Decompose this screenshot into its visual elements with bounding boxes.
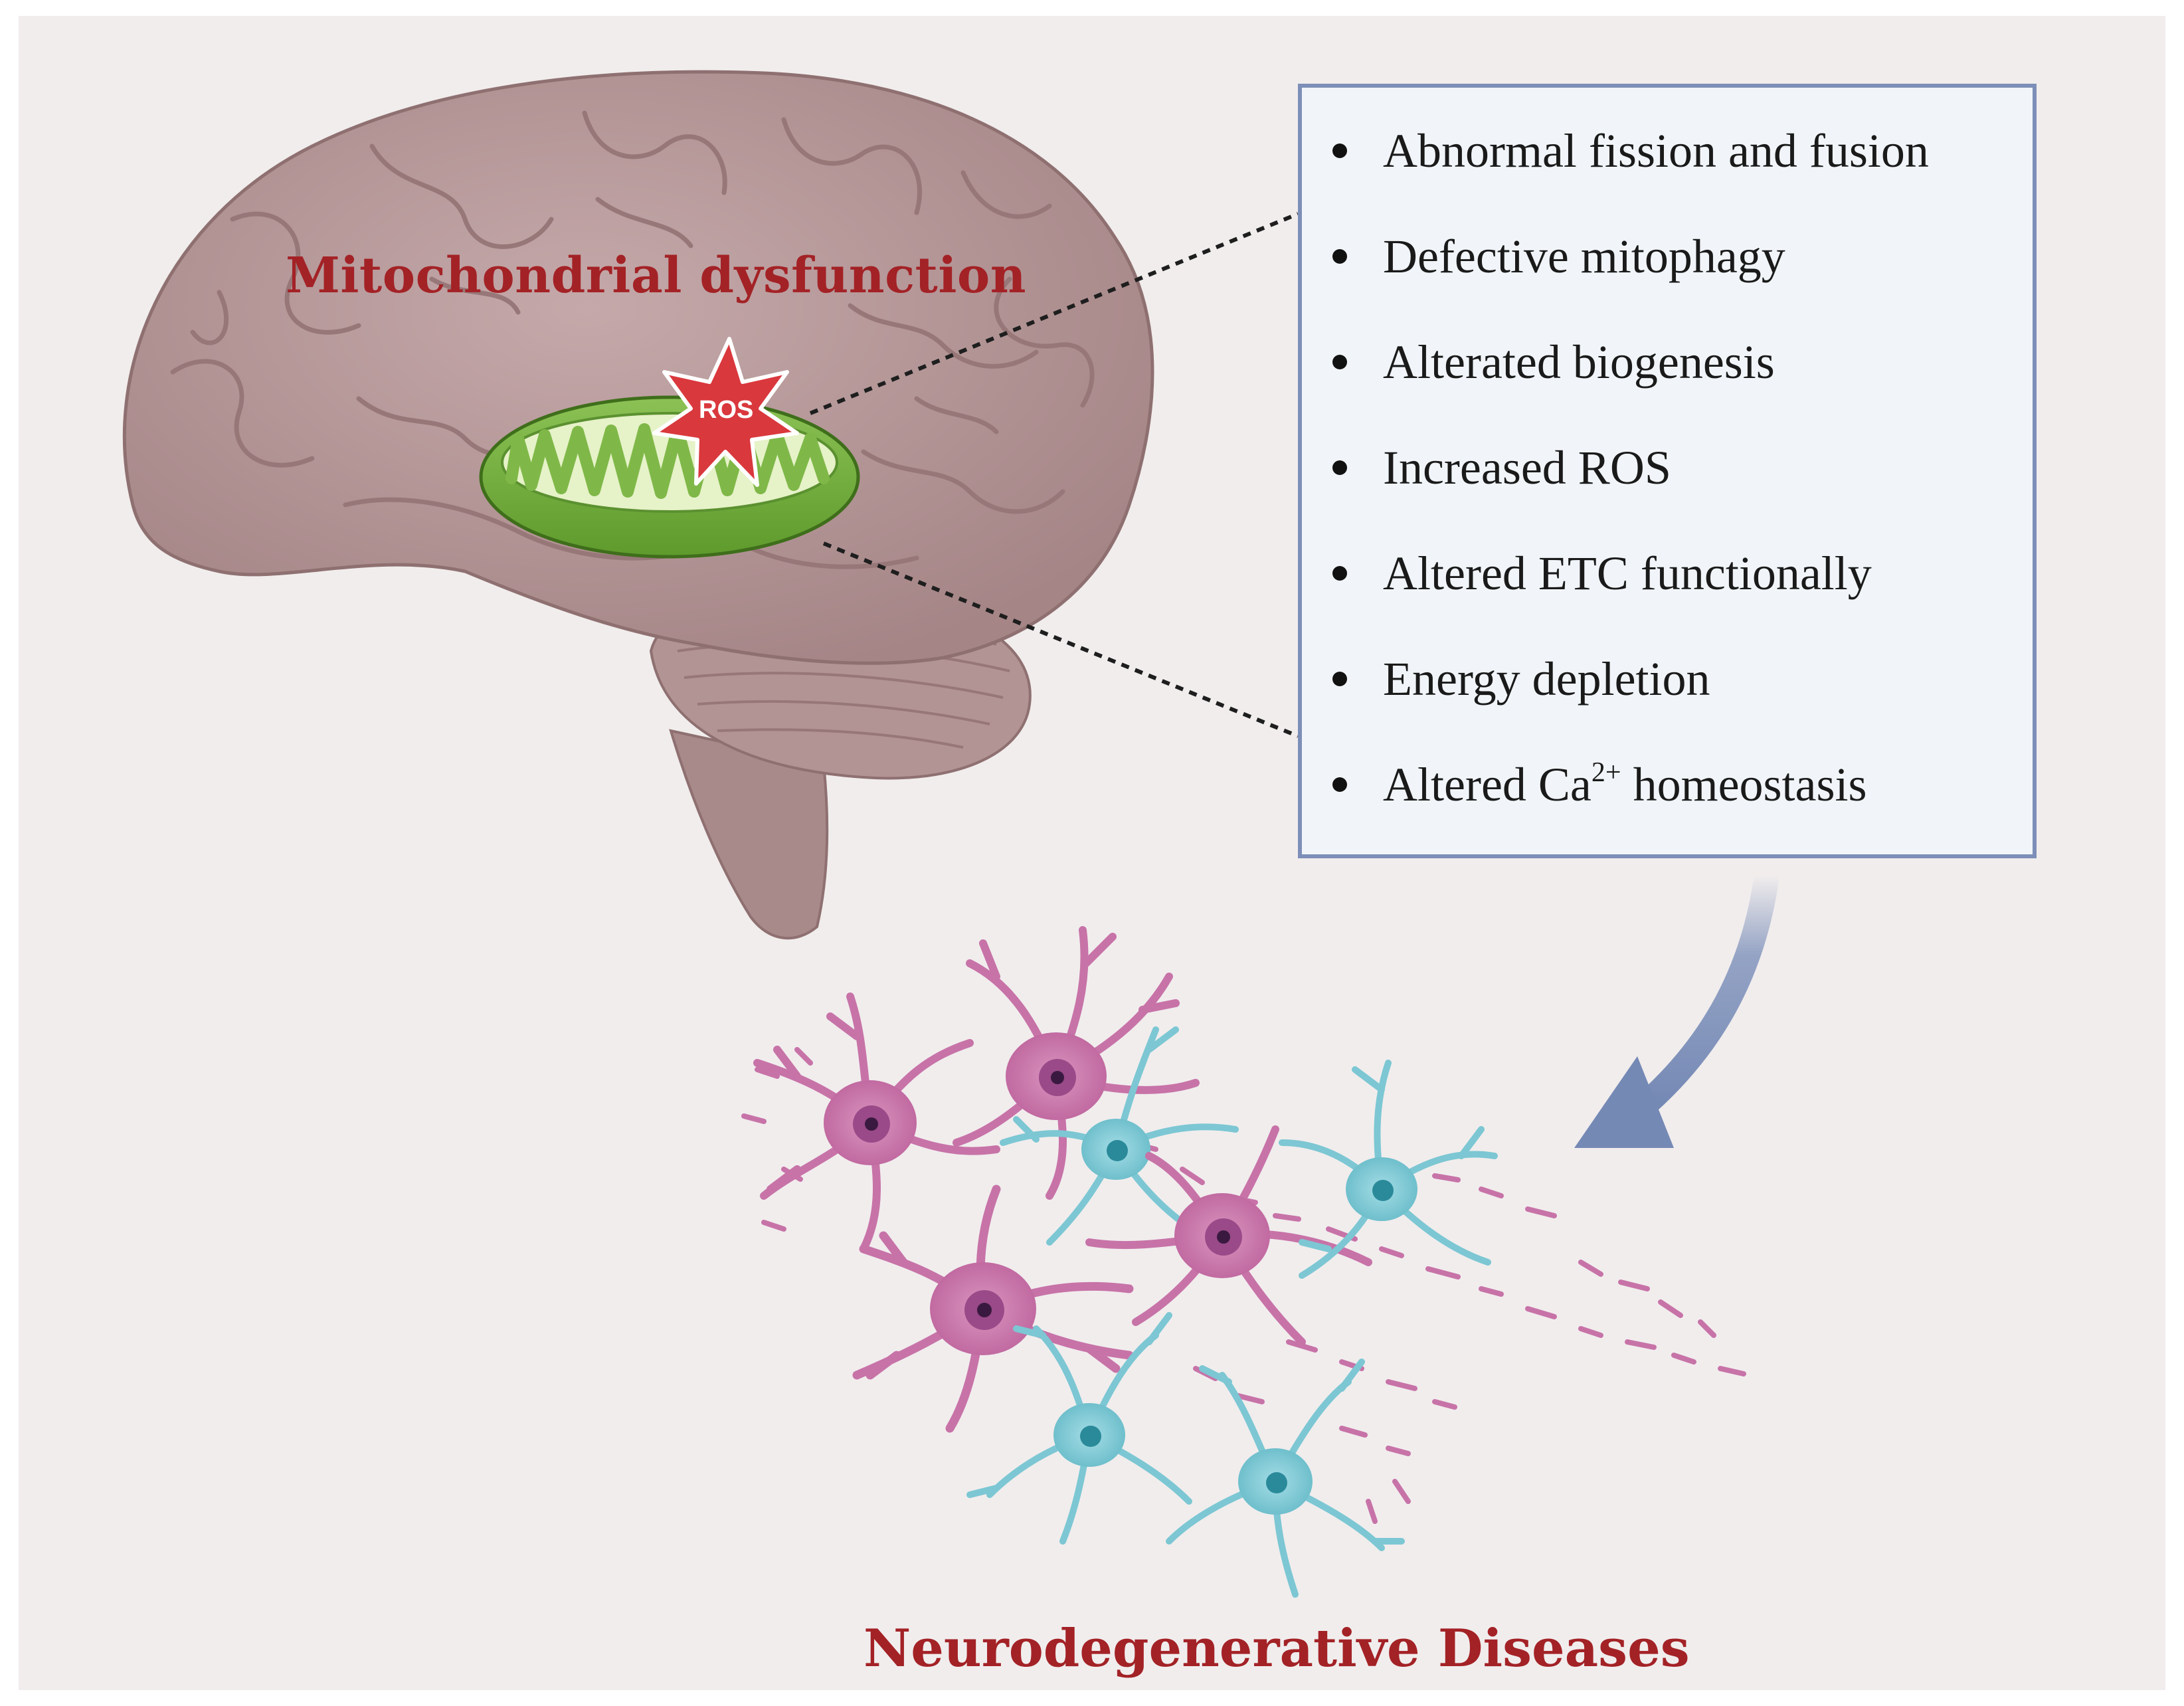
list-item: Altered Ca2+ homeostasis [1302, 756, 2033, 862]
astrocyte-cell [1000, 1026, 1239, 1246]
ros-starburst [652, 337, 799, 487]
mitochondrion-cristae [505, 423, 830, 499]
neuron-cell [1085, 1125, 1372, 1346]
homeostasis-text: homeostasis [1621, 758, 1867, 811]
list-item: Energy depletion [1302, 650, 2033, 756]
neuron-cell [852, 1185, 1134, 1433]
bullet-icon [1332, 672, 1347, 686]
list-item: Altered ETC functionally [1302, 545, 2033, 650]
list-item-text: Abnormal fission and fusion [1383, 124, 1929, 177]
ros-label: ROS [699, 396, 754, 424]
neuron-cell [953, 926, 1200, 1200]
calcium-charge: 2+ [1591, 757, 1621, 788]
list-item: Defective mitophagy [1302, 228, 2033, 333]
list-item: Increased ROS [1302, 439, 2033, 545]
calcium-text: Altered Ca [1383, 758, 1592, 811]
bullet-icon [1332, 249, 1347, 264]
neural-cells-illustration [741, 926, 1746, 1598]
outcome-label: Neurodegenerative Diseases [864, 1618, 1690, 1679]
astrocyte-cell [966, 1312, 1192, 1545]
symptom-list-box: Abnormal fission and fusion Defective mi… [1298, 84, 2037, 858]
brainstem [669, 729, 829, 940]
list-item-text: Altered Ca2+ homeostasis [1383, 756, 1867, 813]
list-item-text: Energy depletion [1383, 652, 1710, 706]
connector-line-top [809, 212, 1299, 415]
bullet-icon [1332, 460, 1347, 475]
list-item-text: Increased ROS [1383, 441, 1671, 494]
list-item: Alterated biogenesis [1302, 333, 2033, 439]
symptom-list: Abnormal fission and fusion Defective mi… [1302, 122, 2033, 862]
cerebrum [122, 70, 1154, 665]
list-item: Abnormal fission and fusion [1302, 122, 2033, 228]
diagram-title: Mitochondrial dysfunction [286, 247, 1027, 304]
bullet-icon [1332, 143, 1347, 158]
neuron-cell [753, 993, 1000, 1253]
curved-arrow [1574, 863, 1779, 1148]
bullet-icon [1332, 777, 1347, 792]
brain-gyri [170, 110, 1095, 569]
list-item-text: Altered ETC functionally [1383, 547, 1872, 600]
connector-line-bottom [822, 541, 1299, 738]
list-item-text: Alterated biogenesis [1383, 335, 1775, 389]
astrocyte-cell [1166, 1359, 1405, 1598]
brain-illustration [122, 70, 1154, 940]
bullet-icon [1332, 355, 1347, 369]
list-item-text: Defective mitophagy [1383, 230, 1785, 283]
astrocyte-cell [1279, 1060, 1498, 1279]
bullet-icon [1332, 566, 1347, 581]
